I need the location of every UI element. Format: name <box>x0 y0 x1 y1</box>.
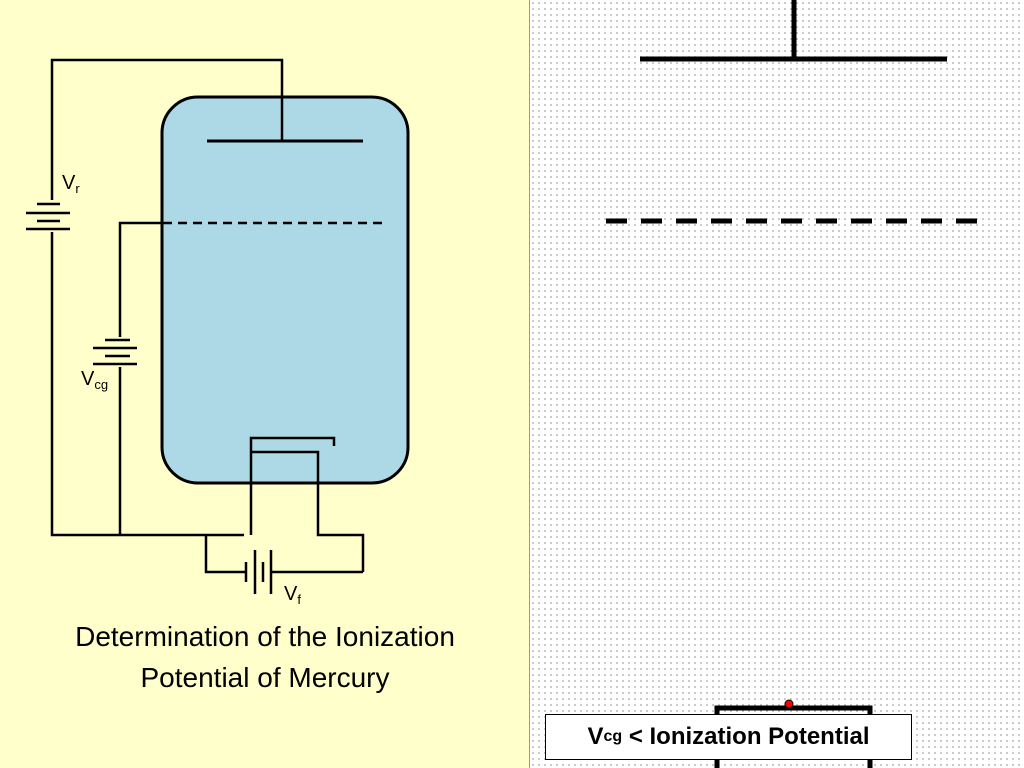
status-v: V <box>587 723 604 750</box>
vf-label: Vf <box>284 583 301 607</box>
vf-wire-left <box>204 535 246 574</box>
vr-battery <box>26 202 70 231</box>
vr-label: Vr <box>62 172 80 196</box>
vacuum-tube <box>160 95 410 485</box>
left-return-wire <box>50 232 244 537</box>
vcg-battery <box>93 338 137 366</box>
grid-lead <box>118 221 162 337</box>
diagram-caption: Determination of the Ionization Potentia… <box>75 621 455 693</box>
vcg-label: Vcg <box>81 368 109 392</box>
right-panel <box>530 0 1024 768</box>
panel-divider <box>529 0 530 768</box>
anode-lead <box>50 58 284 200</box>
status-text: < Ionization Potential <box>622 723 870 750</box>
cathode <box>249 436 336 535</box>
electron <box>784 699 794 709</box>
vf-battery <box>244 550 273 594</box>
filament <box>252 450 365 572</box>
status-sub: cg <box>603 728 623 745</box>
